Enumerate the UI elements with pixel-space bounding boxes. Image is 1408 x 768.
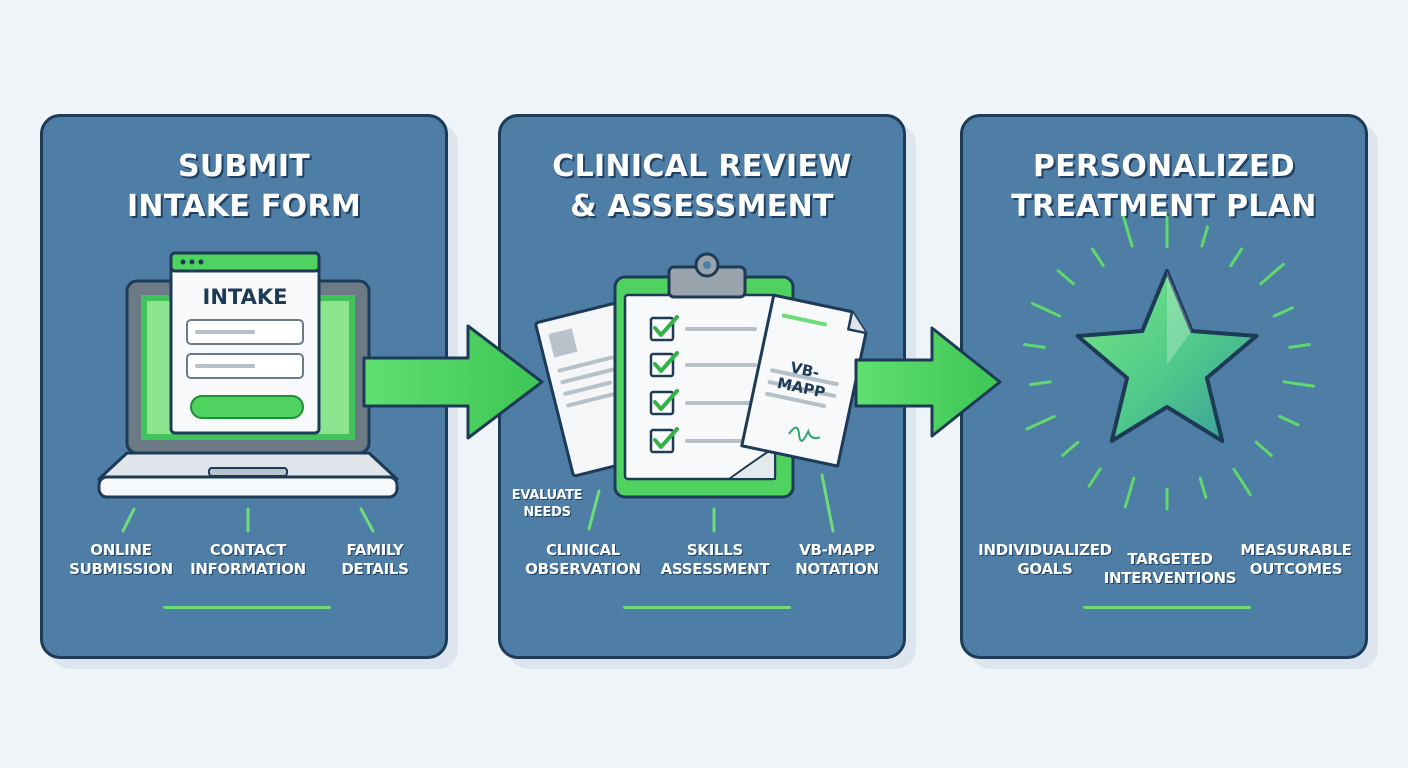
step-title-line: INTAKE FORM [126,189,362,224]
star-ray [1025,415,1056,431]
star-ray [1288,343,1311,349]
panel-underline [163,606,331,609]
star-ray [1123,476,1136,509]
star-ray [1232,467,1252,497]
flow-arrow-icon [362,324,544,440]
star-ray [1272,306,1294,318]
panel-underline [623,606,791,609]
star-ray [1200,225,1210,248]
step-panel-clinical-review: CLINICAL REVIEW & ASSESSMENT [498,114,906,659]
step-title: SUBMIT INTAKE FORM [43,147,445,227]
star-ray [1198,476,1208,499]
step-title-line: TREATMENT PLAN [1011,189,1317,224]
star-ray [1122,215,1134,248]
star-ray [1090,247,1105,268]
star-icon [1023,215,1315,511]
star-ray [1030,302,1062,318]
star-ray [1278,415,1300,427]
flow-arrow-icon [854,326,1002,438]
step-title-line: SUBMIT [177,149,311,184]
step-title-line: CLINICAL REVIEW [552,149,852,184]
intake-screen-word: INTAKE [202,285,288,309]
star-ray [1259,262,1285,286]
step-title-line: PERSONALIZED [1032,149,1296,184]
step-title: CLINICAL REVIEW & ASSESSMENT [501,147,903,227]
star-ray [1254,440,1273,457]
step-title: PERSONALIZED TREATMENT PLAN [963,147,1365,227]
star-ray [1229,247,1244,268]
clipboard-icon [534,252,868,533]
step-title-line: & ASSESSMENT [570,189,834,224]
panel-underline [1083,606,1251,609]
star-ray [1056,269,1075,286]
star-ray [1282,380,1315,388]
star-ray [1028,380,1052,387]
star-ray [1061,440,1080,457]
star-ray [1023,343,1046,349]
star-ray [1087,467,1102,488]
step-panel-treatment-plan: PERSONALIZED TREATMENT PLAN INDIVIDUALIZ… [960,114,1368,659]
